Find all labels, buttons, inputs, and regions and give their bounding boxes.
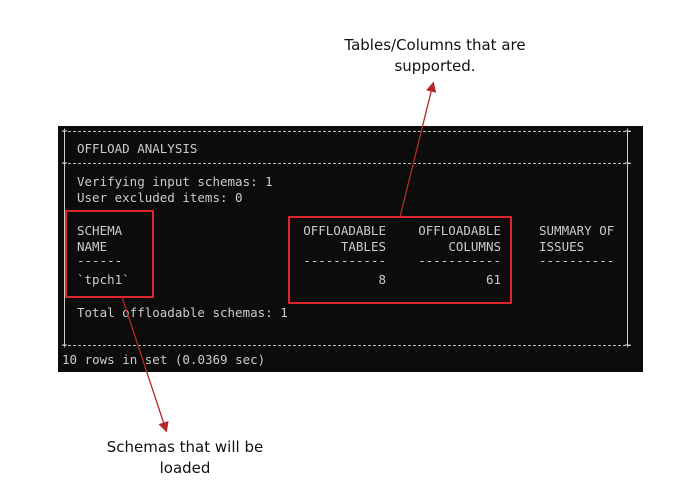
header-issues: ISSUES (539, 239, 585, 254)
callout-schemas-line1: Schemas that will be (106, 438, 264, 456)
border-left (64, 131, 65, 345)
corner-plus: + (624, 340, 631, 351)
analysis-title: OFFLOAD ANALYSIS (77, 141, 198, 156)
total-line: Total offloadable schemas: 1 (77, 305, 288, 320)
header-schema: SCHEMA (77, 223, 123, 238)
header-tables: TABLES (340, 239, 386, 254)
corner-plus: + (61, 158, 68, 169)
header-summary: SUMMARY OF (539, 223, 615, 238)
corner-plus: + (61, 126, 68, 137)
row-columns: 61 (485, 272, 501, 287)
border-right (627, 131, 628, 345)
dashes-tables: ----------- (303, 253, 386, 268)
corner-plus: + (61, 340, 68, 351)
terminal-output: + + + + + + OFFLOAD ANALYSIS Verifying i… (58, 126, 643, 372)
row-schema: `tpch1` (77, 272, 130, 287)
callout-supported-line2: supported. (394, 57, 476, 75)
header-name: NAME (77, 239, 108, 254)
dashes-columns: ----------- (418, 253, 501, 268)
dashes-schema: ------ (77, 253, 123, 268)
corner-plus: + (624, 158, 631, 169)
corner-plus: + (624, 126, 631, 137)
dashes-summary: ---------- (539, 253, 615, 268)
arrow-to-supported-callout (399, 81, 437, 218)
excluded-line: User excluded items: 0 (77, 190, 243, 205)
row-tables: 8 (378, 272, 386, 287)
verifying-line: Verifying input schemas: 1 (77, 174, 273, 189)
divider-title (63, 163, 631, 164)
callout-supported-line1: Tables/Columns that are (344, 36, 526, 54)
callout-schemas-line2: loaded (159, 459, 211, 477)
callout-schemas: Schemas that will be loaded (90, 437, 280, 479)
divider-top (63, 131, 631, 132)
divider-bottom (63, 345, 631, 346)
offloadable-highlight-box (288, 216, 512, 304)
header-offloadable-columns: OFFLOADABLE (418, 223, 501, 238)
arrow-to-schemas-callout (121, 296, 169, 433)
header-offloadable-tables: OFFLOADABLE (303, 223, 386, 238)
schema-highlight-box (65, 210, 154, 298)
header-columns: COLUMNS (448, 239, 501, 254)
result-footer: 10 rows in set (0.0369 sec) (62, 352, 266, 367)
callout-supported: Tables/Columns that are supported. (320, 35, 550, 77)
